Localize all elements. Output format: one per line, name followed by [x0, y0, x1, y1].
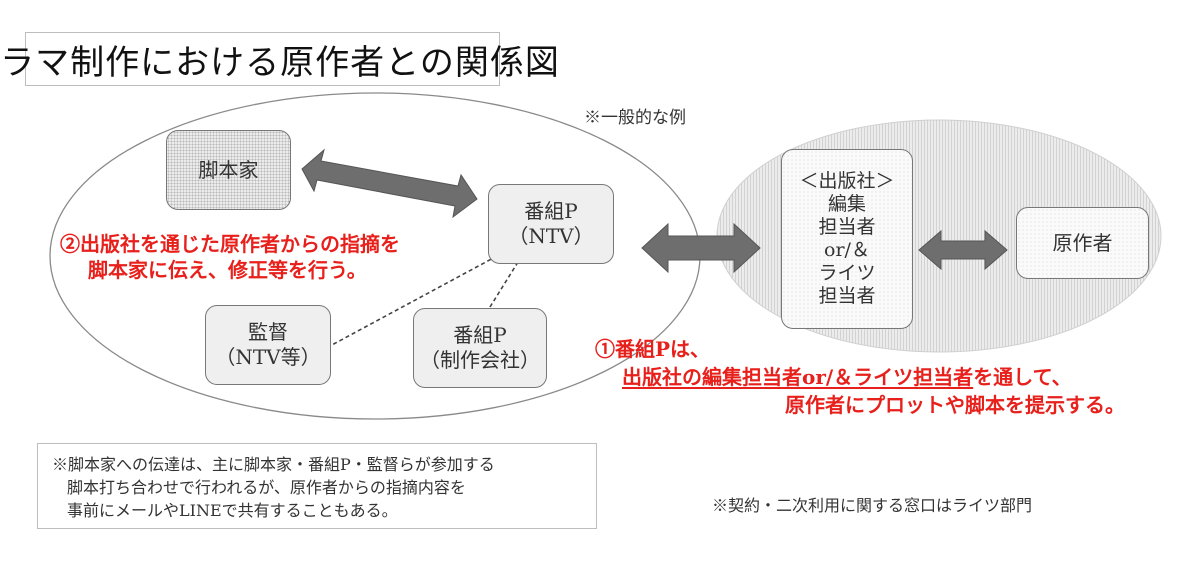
publisher-line: 担当者 [818, 216, 876, 238]
publisher-line: 担当者 [818, 285, 876, 307]
double-arrow-screenwriter-producer [301, 148, 478, 219]
annotation-2-line2: 脚本家に伝え、修正等を行う。 [88, 258, 367, 282]
director-line1: 監督 [248, 320, 288, 344]
footnote-box: ※脚本家への伝達は、主に脚本家・番組P・監督らが参加する 脚本打ち合わせで行われ… [37, 443, 597, 529]
annotation-1-line1: ①番組Pは、 [595, 337, 711, 361]
double-arrow-producer-publisher [641, 222, 761, 274]
node-director[interactable]: 監督 （NTV等） [205, 305, 331, 385]
screenwriter-label: 脚本家 [198, 157, 259, 182]
producer-ntv-line2: （NTV） [508, 224, 594, 248]
double-arrow-publisher-author [918, 229, 1008, 271]
director-line2: （NTV等） [215, 345, 321, 369]
rights-note: ※契約・二次利用に関する窓口はライツ部門 [712, 496, 1033, 515]
footnote-line: 事前にメールやLINEで共有することもある。 [67, 501, 398, 520]
footnote-line: ※脚本家への伝達は、主に脚本家・番組P・監督らが参加する [52, 455, 495, 474]
node-screenwriter[interactable]: 脚本家 [166, 130, 291, 210]
annotation-2: ②出版社を通じた原作者からの指摘を 脚本家に伝え、修正等を行う。 [60, 231, 400, 283]
diagram-title: ドラマ制作における原作者との関係図 [0, 42, 560, 83]
node-original-author[interactable]: 原作者 [1016, 207, 1149, 279]
footnote-line: 脚本打ち合わせで行われるが、原作者からの指摘内容を [67, 478, 466, 497]
annotation-1-line3: 原作者にプロットや脚本を提示する。 [785, 393, 1125, 417]
dashed-connector-director [329, 255, 498, 347]
producer-ntv-line1: 番組P [524, 199, 578, 223]
publisher-line: ライツ [818, 262, 876, 284]
annotation-1-line2-rest: を通して、 [973, 365, 1072, 389]
dashed-connector-producer-company [489, 261, 519, 308]
annotation-2-line1: ②出版社を通じた原作者からの指摘を [60, 232, 400, 256]
publisher-line: ＜出版社＞ [799, 170, 895, 192]
node-producer-ntv[interactable]: 番組P （NTV） [488, 184, 614, 264]
annotation-1-line2: 出版社の編集担当者or/＆ライツ担当者を通して、 [595, 363, 1125, 391]
node-producer-company[interactable]: 番組P （制作会社） [413, 308, 547, 388]
annotation-1-underlined: 出版社の編集担当者or/＆ライツ担当者 [622, 365, 974, 389]
example-note: ※一般的な例 [584, 108, 686, 128]
annotation-1: ①番組Pは、 出版社の編集担当者or/＆ライツ担当者を通して、 原作者にプロット… [595, 335, 1125, 419]
publisher-line: 編集 [827, 193, 866, 215]
producer-company-line1: 番組P [453, 323, 507, 347]
producer-company-line2: （制作会社） [420, 348, 540, 372]
node-publisher[interactable]: ＜出版社＞ 編集 担当者 or/＆ ライツ 担当者 [781, 149, 913, 329]
publisher-line: or/＆ [824, 239, 870, 261]
original-author-label: 原作者 [1052, 230, 1113, 255]
title-box: ドラマ制作における原作者との関係図 [0, 32, 559, 86]
